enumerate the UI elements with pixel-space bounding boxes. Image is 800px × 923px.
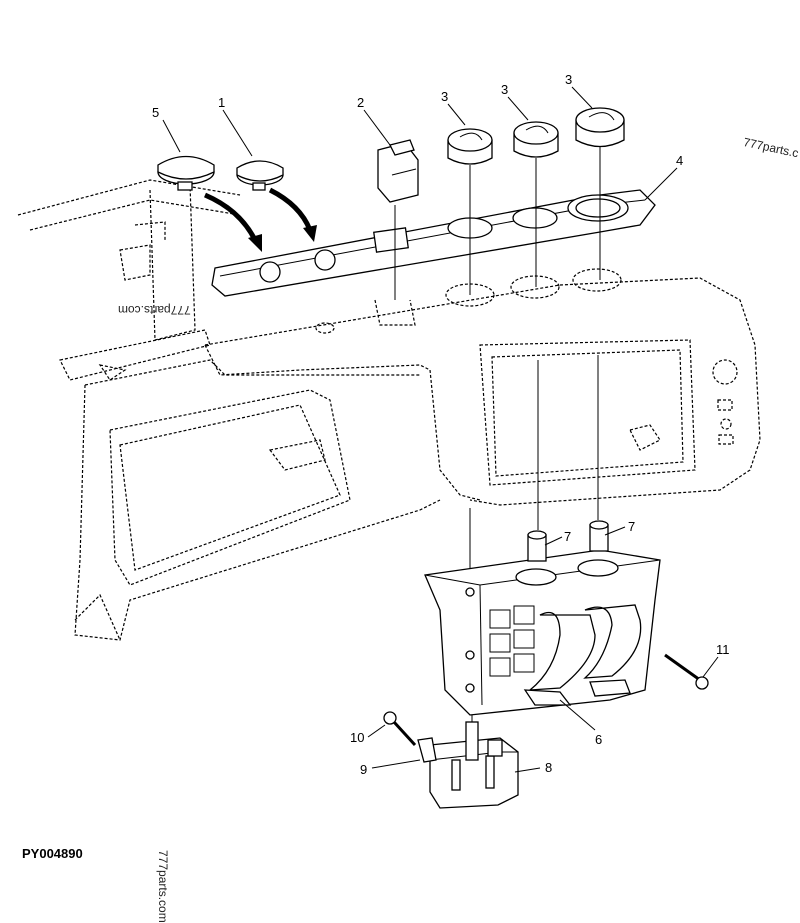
- callout-5: 5: [152, 105, 159, 120]
- callout-4: 4: [676, 153, 683, 168]
- screw: [383, 711, 417, 747]
- screw: [664, 653, 709, 690]
- callout-leaders: [162, 86, 719, 773]
- dashboard-outline: [17, 179, 761, 641]
- control-housing: [424, 549, 661, 716]
- callout-1: 1: [218, 95, 225, 110]
- parts-diagram: 1 2 3 3 3 4 5 6 7 7 8 9 10 11: [17, 72, 761, 809]
- cap-small: [236, 160, 284, 191]
- callout-3: 3: [565, 72, 572, 87]
- control-knob: [575, 107, 625, 148]
- knob-sleeve: [589, 520, 609, 552]
- watermark: 777parts.com: [118, 303, 191, 317]
- callout-labels: 1 2 3 3 3 4 5 6 7 7 8 9 10 11: [152, 72, 730, 777]
- cap-large: [157, 155, 215, 191]
- callout-10: 10: [350, 730, 364, 745]
- callout-3: 3: [501, 82, 508, 97]
- knob-sleeve: [527, 530, 547, 562]
- watermark: 777parts.com: [156, 850, 170, 923]
- callout-7: 7: [628, 519, 635, 534]
- callout-9: 9: [360, 762, 367, 777]
- control-knob: [513, 121, 559, 158]
- figure-id: PY004890: [22, 846, 83, 861]
- callout-3: 3: [441, 89, 448, 104]
- control-knob: [447, 128, 493, 165]
- assembly-arrows: [204, 187, 317, 252]
- rocker-switch: [377, 139, 419, 203]
- callout-6: 6: [595, 732, 602, 747]
- callout-2: 2: [357, 95, 364, 110]
- callout-7: 7: [564, 529, 571, 544]
- callout-11: 11: [716, 642, 730, 657]
- rotary-switch: [429, 721, 519, 809]
- instrument-panel-plate: [211, 189, 656, 297]
- retaining-clip: [417, 737, 437, 763]
- callout-8: 8: [545, 760, 552, 775]
